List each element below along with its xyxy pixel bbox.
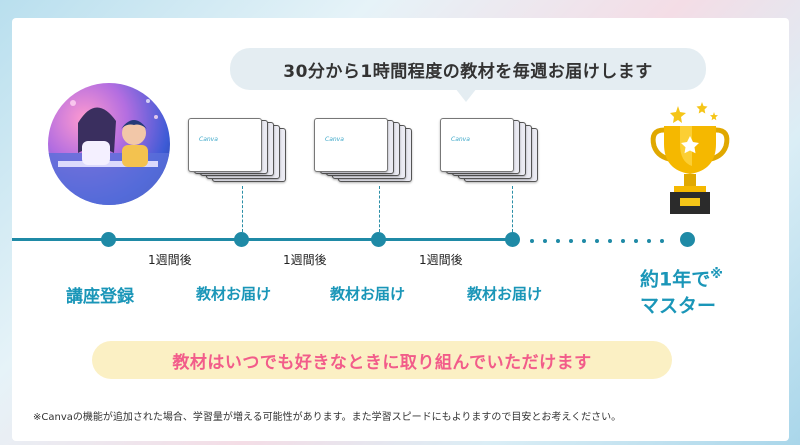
material-sheet-front: Canva (188, 118, 262, 172)
path-dot (647, 239, 651, 243)
interval-label: 1週間後 (148, 253, 192, 267)
path-dot (569, 239, 573, 243)
step-label-delivery: 教材お届け (330, 285, 406, 303)
path-dot (634, 239, 638, 243)
goal-line-1-text: 約1年で (640, 268, 711, 291)
info-bubble-text: 30分から1時間程度の教材を毎週お届けします (283, 61, 653, 82)
path-dot (582, 239, 586, 243)
path-dot (543, 239, 547, 243)
trophy-icon (650, 102, 730, 214)
connector-line (512, 186, 513, 232)
path-dot (595, 239, 599, 243)
timeline-dot (234, 232, 249, 247)
step-label-delivery: 教材お届け (467, 285, 543, 303)
path-dot (608, 239, 612, 243)
material-stack-1: Canva (188, 118, 286, 182)
material-sheet-front: Canva (314, 118, 388, 172)
material-logo: Canva (199, 136, 218, 143)
path-dot (660, 239, 664, 243)
footnote: ※Canvaの機能が追加された場合、学習量が増える可能性があります。また学習スピ… (33, 412, 622, 423)
interval-label: 1週間後 (283, 253, 327, 267)
goal-note-mark: ※ (710, 267, 723, 282)
info-bubble-tail (455, 88, 477, 102)
students-illustration-art (48, 99, 170, 205)
path-dot (556, 239, 560, 243)
material-stack-3: Canva (440, 118, 538, 182)
timeline-dot-goal (680, 232, 695, 247)
material-logo: Canva (451, 136, 470, 143)
goal-line-2: マスター (640, 295, 717, 318)
timeline-dot (505, 232, 520, 247)
timeline-line (12, 238, 512, 241)
material-stack-2: Canva (314, 118, 412, 182)
connector-line (242, 186, 243, 232)
students-illustration (48, 83, 170, 205)
highlight-text: 教材はいつでも好きなときに取り組んでいただけます (172, 352, 592, 373)
timeline-dot-start (101, 232, 116, 247)
goal-line-1: 約1年で※ (640, 261, 750, 293)
info-bubble: 30分から1時間程度の教材を毎週お届けします (230, 48, 706, 90)
path-dot (530, 239, 534, 243)
interval-label: 1週間後 (419, 253, 463, 267)
step-label-register: 講座登録 (66, 287, 134, 307)
material-sheet-front: Canva (440, 118, 514, 172)
timeline-dot (371, 232, 386, 247)
goal-label: 約1年で※ マスター (640, 261, 750, 320)
highlight-banner: 教材はいつでも好きなときに取り組んでいただけます (92, 341, 672, 379)
connector-line (379, 186, 380, 232)
path-dot (621, 239, 625, 243)
material-logo: Canva (325, 136, 344, 143)
step-label-delivery: 教材お届け (196, 285, 272, 303)
